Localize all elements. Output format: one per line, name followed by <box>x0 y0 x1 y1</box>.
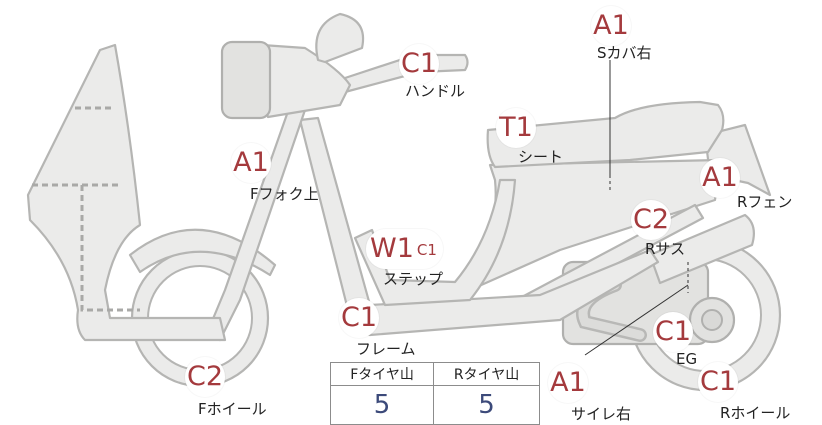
mirror-shape <box>315 12 365 64</box>
r-fender-label: Rフェン <box>737 193 793 211</box>
headlight-shape <box>220 40 272 120</box>
handle-grade-badge[interactable]: C1 <box>399 44 439 84</box>
seat-shape <box>486 100 725 169</box>
f-wheel-label: Fホイール <box>198 400 267 418</box>
frame-label: フレーム <box>356 340 416 358</box>
rear-tread-header: Rタイヤ山 <box>433 362 540 386</box>
front-tread-value[interactable]: 5 <box>329 385 435 425</box>
engine-label: EG <box>676 350 698 368</box>
s-cover-grade-badge[interactable]: A1 <box>591 6 631 46</box>
leg-shield-seam <box>32 106 140 312</box>
frame-grade-badge[interactable]: C1 <box>339 298 379 338</box>
handle-label: ハンドル <box>405 82 466 100</box>
step-label: ステップ <box>383 270 444 288</box>
silencer-label: サイレ右 <box>571 405 632 423</box>
rear-tread-value[interactable]: 5 <box>433 385 540 425</box>
front-tread-header: Fタイヤ山 <box>329 362 435 386</box>
step-grade-sub: C1 <box>414 238 439 262</box>
f-fork-label: Fフォク上 <box>250 185 319 203</box>
step-grade-main: W1 <box>370 233 414 264</box>
f-fork-grade-badge[interactable]: A1 <box>231 143 271 183</box>
seat-label: シート <box>518 148 564 166</box>
f-wheel-grade-badge[interactable]: C2 <box>185 357 225 397</box>
seat-grade-badge[interactable]: T1 <box>496 108 536 148</box>
tire-tread-table: Fタイヤ山 Rタイヤ山 5 5 <box>329 362 540 425</box>
s-cover-label: Sカバ右 <box>597 44 652 62</box>
r-wheel-label: Rホイール <box>720 404 791 422</box>
r-fender-grade-badge[interactable]: A1 <box>700 158 740 198</box>
leg-shield-shape <box>26 43 227 342</box>
step-shape <box>353 178 517 307</box>
engine-grade-badge[interactable]: C1 <box>653 312 693 352</box>
silencer-grade-badge[interactable]: A1 <box>548 363 588 403</box>
r-sus-label: Rサス <box>645 240 686 258</box>
silencer-leader <box>584 284 689 356</box>
r-sus-grade-badge[interactable]: C2 <box>631 200 671 240</box>
r-wheel-grade-badge[interactable]: C1 <box>698 362 738 402</box>
front-fender-shape <box>128 228 277 277</box>
